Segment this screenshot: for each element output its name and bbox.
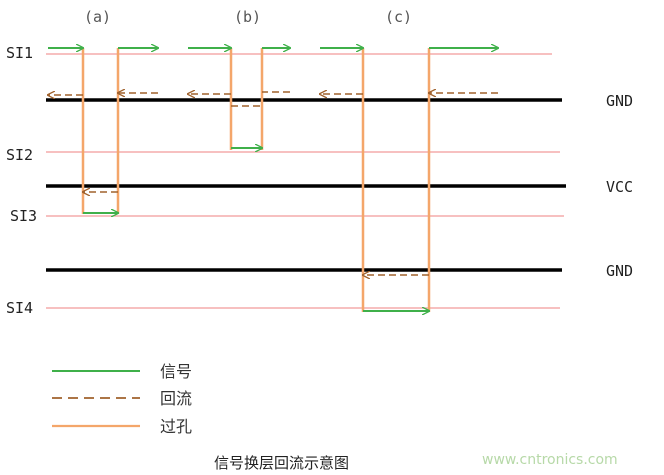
legend-return-label: 回流 [160,389,192,408]
plane-label-vcc: VCC [606,178,633,196]
legend: 信号 回流 过孔 [52,362,192,436]
layer-label-si2: SI2 [6,146,33,164]
plane-label-gnd-bottom: GND [606,262,633,280]
layer-label-si3: SI3 [10,207,37,225]
layer-label-si1: SI1 [6,44,33,62]
case-c-group [320,48,498,312]
diagram-caption: 信号换层回流示意图 [214,454,349,472]
plane-label-gnd-top: GND [606,92,633,110]
watermark: www.cntronics.com [482,452,618,468]
legend-signal-label: 信号 [160,362,192,381]
case-a-group [48,48,158,214]
case-b-group [188,48,290,150]
layer-label-si4: SI4 [6,299,33,317]
case-label-a: (a) [84,8,111,26]
case-label-c: (c) [385,8,412,26]
case-label-b: (b) [234,8,261,26]
legend-via-label: 过孔 [160,417,192,436]
